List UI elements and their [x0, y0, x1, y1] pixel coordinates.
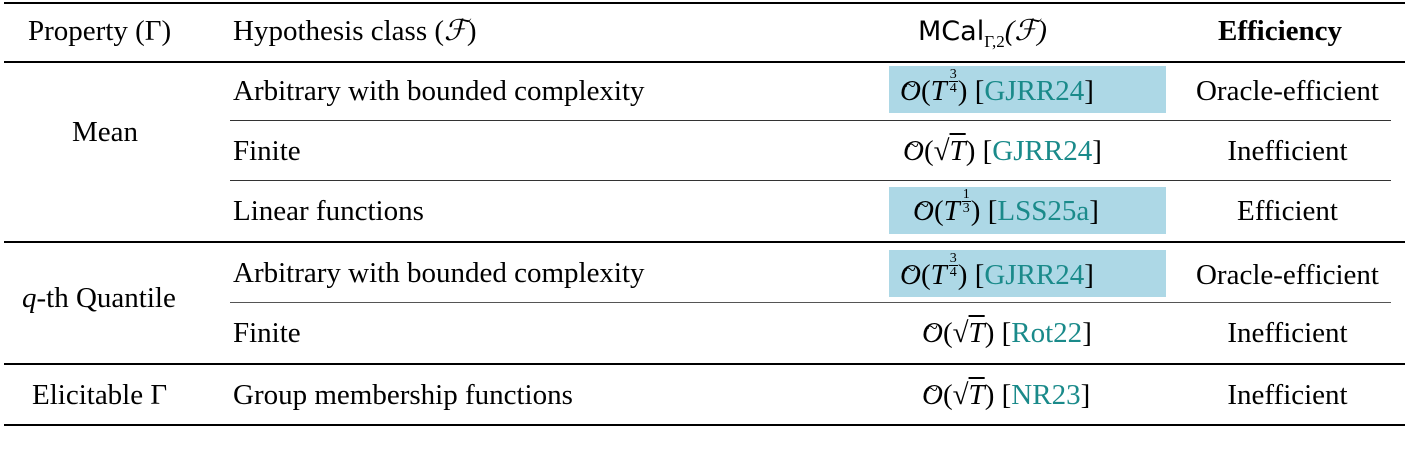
paren: ) — [965, 135, 976, 167]
rate-t: T — [949, 135, 966, 167]
bracket: [ — [974, 259, 985, 291]
paren: ) — [957, 259, 968, 291]
row-hypothesis: Arbitrary with bounded complexity — [233, 75, 645, 107]
citation-link[interactable]: GJRR24 — [992, 135, 1093, 167]
rate-t: T — [930, 75, 947, 107]
quantile-q: q — [22, 282, 37, 314]
citation-link[interactable]: GJRR24 — [984, 259, 1085, 291]
row-rate: O(T13) [LSS25a] — [913, 181, 1099, 241]
header-rule — [4, 61, 1405, 63]
group-property-quantile: q-th Quantile — [22, 268, 176, 328]
bracket: [ — [1001, 317, 1012, 349]
sqrt-symbol: √ — [933, 135, 950, 167]
rate-t: T — [968, 317, 985, 349]
header-efficiency-label: Efficiency — [1218, 15, 1343, 47]
group-property-elicitable: Elicitable Γ — [32, 379, 168, 411]
row-efficiency: Oracle-efficient — [1195, 259, 1379, 291]
paren: ) — [970, 195, 981, 227]
row-efficiency: Efficient — [1237, 195, 1338, 227]
group-rule-2 — [4, 363, 1405, 365]
bracket: ] — [1084, 259, 1094, 291]
bottom-rule — [4, 424, 1405, 426]
paren: ( — [942, 317, 953, 349]
highlight-box — [889, 250, 1166, 297]
row-efficiency: Oracle-efficient — [1195, 75, 1379, 107]
bracket: [ — [982, 135, 993, 167]
row-rate: O(T34) [GJRR24] — [900, 245, 1094, 305]
sqrt-symbol: √ — [952, 379, 969, 411]
paren: ( — [920, 259, 931, 291]
header-mcal-sub: Γ,2 — [984, 31, 1005, 51]
citation-link[interactable]: GJRR24 — [984, 75, 1085, 107]
header-mcal-arg: (ℱ) — [1004, 15, 1047, 47]
paren: ( — [942, 379, 953, 411]
row-efficiency: Inefficient — [1227, 317, 1348, 349]
bracket: ] — [1084, 75, 1094, 107]
mean-subrule-1 — [230, 120, 1391, 121]
bracket: ] — [1092, 135, 1102, 167]
row-hypothesis: Linear functions — [233, 195, 424, 227]
group-property-mean: Mean — [72, 116, 139, 148]
rate-t: T — [943, 195, 960, 227]
row-rate: O(√T) [GJRR24] — [903, 121, 1102, 181]
bracket: ] — [1082, 317, 1092, 349]
rate-o-tilde: O — [913, 195, 934, 227]
row-efficiency: Inefficient — [1227, 135, 1348, 167]
citation-link[interactable]: NR23 — [1011, 379, 1081, 411]
header-hypothesis: Hypothesis class (ℱ) — [233, 1, 477, 61]
rate-o-tilde: O — [900, 259, 921, 291]
highlight-box — [889, 187, 1166, 234]
header-hypothesis-label: Hypothesis class ( — [233, 15, 445, 47]
bracket: [ — [974, 75, 985, 107]
row-efficiency: Inefficient — [1227, 379, 1348, 411]
row-rate: O(T34) [GJRR24] — [900, 61, 1094, 121]
bracket: ] — [1080, 379, 1091, 411]
header-efficiency: Efficiency — [1218, 1, 1342, 61]
paren: ( — [933, 195, 944, 227]
top-rule — [4, 2, 1405, 4]
rate-t: T — [930, 259, 947, 291]
header-property: Property (Γ) — [28, 15, 172, 47]
group-rule-1 — [4, 241, 1405, 243]
row-rate: O(√T) [NR23] — [922, 365, 1090, 425]
bracket: ] — [1089, 195, 1099, 227]
bracket: [ — [987, 195, 998, 227]
row-hypothesis: Arbitrary with bounded complexity — [233, 257, 645, 289]
paren: ) — [957, 75, 968, 107]
header-hypothesis-symbol: ℱ — [444, 15, 467, 47]
row-hypothesis: Group membership functions — [233, 379, 573, 411]
rate-t: T — [968, 379, 985, 411]
paren: ( — [923, 135, 934, 167]
paren: ( — [920, 75, 931, 107]
header-mcal: MCalΓ,2(ℱ) — [918, 1, 1047, 61]
paren: ) — [984, 317, 995, 349]
header-mcal-prefix: MCal — [918, 16, 985, 47]
row-rate: O(√T) [Rot22] — [922, 303, 1092, 363]
rate-o-tilde: O — [903, 135, 924, 167]
rate-o-tilde: O — [922, 317, 943, 349]
quantile-subrule — [230, 302, 1391, 303]
row-hypothesis: Finite — [233, 317, 301, 349]
header-hypothesis-close: ) — [466, 15, 477, 47]
row-hypothesis: Finite — [233, 135, 301, 167]
bracket: [ — [1001, 379, 1012, 411]
citation-link[interactable]: Rot22 — [1011, 317, 1083, 349]
mean-subrule-2 — [230, 180, 1391, 181]
highlight-box — [889, 66, 1166, 113]
citation-link[interactable]: LSS25a — [997, 195, 1090, 227]
rate-o-tilde: O — [922, 379, 943, 411]
paren: ) — [984, 379, 995, 411]
rate-o-tilde: O — [900, 75, 921, 107]
quantile-label: -th Quantile — [36, 282, 176, 314]
sqrt-symbol: √ — [952, 317, 969, 349]
